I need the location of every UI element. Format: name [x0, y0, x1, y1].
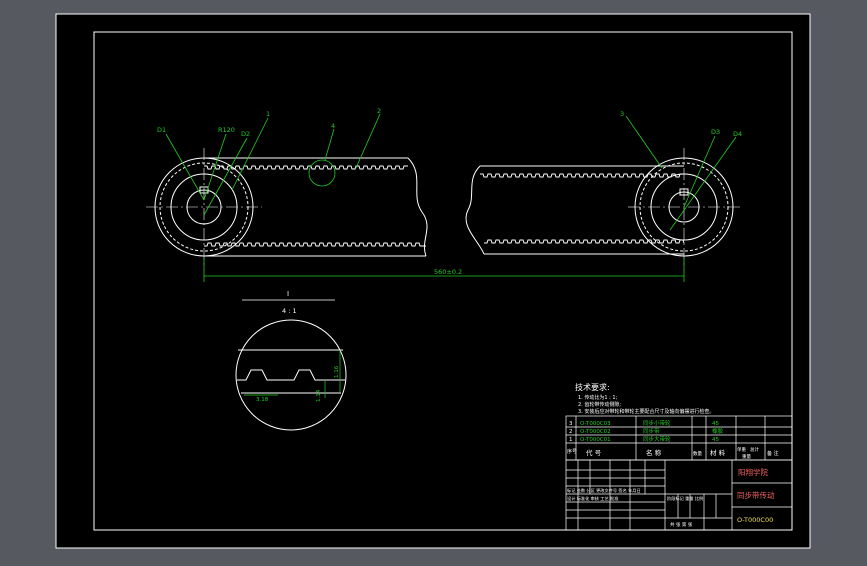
bom-header-code: 代 号 [586, 448, 602, 457]
bom-header-name: 名 称 [646, 448, 662, 457]
title-block-text: 阳翔学院 同步带传动 O-T000C00 标记 处数 分区 更改文件号 签名 年… [567, 467, 775, 528]
bom-row-2-name: 同步带 [643, 428, 660, 435]
detail-scale: 4 : 1 [282, 307, 297, 315]
drawing-frame [93, 31, 793, 531]
dim-left-3: D2 [241, 130, 250, 138]
bom-header-qty: 数量 [693, 450, 702, 457]
bom-row-2-mat: 橡胶 [712, 427, 724, 435]
bill-of-materials [565, 415, 793, 461]
center-distance-label: 560±0.2 [434, 268, 462, 276]
bom-header-remark: 备 注 [767, 450, 779, 457]
tech-item-3: 3. 安装后应对带轮和带轮主要配合尺寸及轴向偏摆进行检查。 [578, 408, 714, 415]
detail-dim-2: 1.14 [316, 389, 322, 402]
detail-name: I [287, 290, 289, 298]
balloon-3: 3 [620, 110, 624, 118]
bom-rows: 3 O-T000C03 同步小带轮 45 2 O-T000C02 同步带 橡胶 … [569, 419, 724, 443]
drawing-code: O-T000C00 [737, 516, 773, 524]
bom-row-3-name: 同步大带轮 [643, 435, 671, 443]
bom-row-2-no: 2 [569, 429, 573, 435]
tech-title: 技术要求: [575, 382, 610, 392]
dim-right-2: D4 [733, 130, 742, 138]
bom-row-1-code: O-T000C03 [580, 421, 611, 427]
balloon-1: 1 [266, 110, 270, 118]
bom-row-2-code: O-T000C02 [580, 429, 611, 435]
drawing-name: 同步带传动 [737, 490, 775, 500]
technical-requirements: 技术要求: 1. 传动比为1 : 1; 2. 齿轮带传动侧隙; 3. 安装后应对… [575, 382, 714, 415]
role-row: 设计 标准化 审核 工艺 批准 [567, 495, 618, 502]
bom-header-mat: 材 料 [710, 448, 726, 457]
paper-sheet [55, 13, 811, 549]
bom-row-3-code: O-T000C01 [580, 437, 611, 443]
bom-row-1-name: 同步小带轮 [643, 419, 671, 427]
bom-row-1-no: 3 [569, 421, 573, 427]
timing-belt [204, 157, 685, 257]
tech-item-2: 2. 齿轮带传动侧隙; [578, 401, 621, 408]
dim-left-1: D1 [157, 126, 166, 134]
detail-dim-3: 1.16 [334, 365, 340, 378]
right-pulley [634, 157, 734, 257]
detail-view: I 4 : 1 3.18 1.14 1.16 [235, 290, 347, 431]
bom-header-w1: 单重 [737, 446, 746, 453]
balloon-4: 4 [331, 122, 335, 130]
revision-row: 标记 处数 分区 更改文件号 签名 年月日 [567, 487, 641, 494]
balloon-2: 2 [377, 107, 381, 115]
bom-header-no: 序号 [567, 448, 577, 455]
dim-left-2: R120 [218, 126, 235, 134]
dim-right-1: D3 [711, 128, 720, 136]
detail-dim-1: 3.18 [256, 397, 269, 403]
bom-header: 序号 代 号 名 称 数量 材 料 单重 总计 重量 备 注 [567, 446, 779, 460]
bom-header-w2: 总计 [750, 446, 759, 453]
bom-row-3-no: 1 [569, 437, 573, 443]
title-block [565, 459, 793, 531]
bom-row-1-mat: 45 [712, 421, 719, 427]
annotation-labels: D1 R120 D2 1 2 4 3 D3 D4 560±0.2 [157, 107, 742, 276]
stage-row: 阶段标记 重量 比例 [667, 495, 703, 502]
tech-item-1: 1. 传动比为1 : 1; [578, 394, 618, 401]
bom-header-w3: 重量 [742, 453, 751, 460]
school-name: 阳翔学院 [738, 467, 768, 477]
sheet-row: 共 张 第 张 [670, 521, 693, 528]
leader-lines [165, 113, 737, 282]
bom-row-3-mat: 45 [712, 437, 719, 443]
